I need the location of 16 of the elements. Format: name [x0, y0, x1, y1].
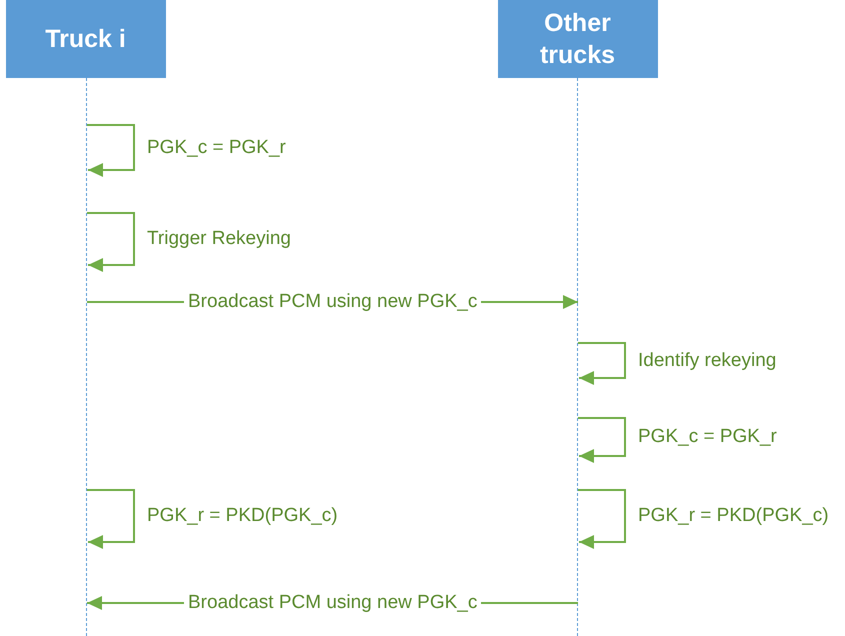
message-label: PGK_r = PKD(PGK_c) [638, 505, 829, 527]
self-message-arrow [87, 489, 135, 549]
self-message-arrow [578, 417, 626, 463]
self-message-arrow [578, 342, 626, 385]
participant-box: Truck i [6, 0, 166, 78]
message-label: Broadcast PCM using new PGK_c [184, 592, 482, 614]
self-message-arrow [87, 212, 135, 272]
message-label: PGK_c = PGK_r [638, 426, 777, 448]
message-label: Trigger Rekeying [147, 228, 291, 250]
message-label: Broadcast PCM using new PGK_c [184, 291, 482, 313]
message-label: PGK_c = PGK_r [147, 136, 286, 158]
participant-box: Other trucks [498, 0, 658, 78]
message-label: Identify rekeying [638, 350, 776, 372]
self-message-arrow [87, 124, 135, 177]
self-message-arrow [578, 489, 626, 549]
message-label: PGK_r = PKD(PGK_c) [147, 505, 338, 527]
